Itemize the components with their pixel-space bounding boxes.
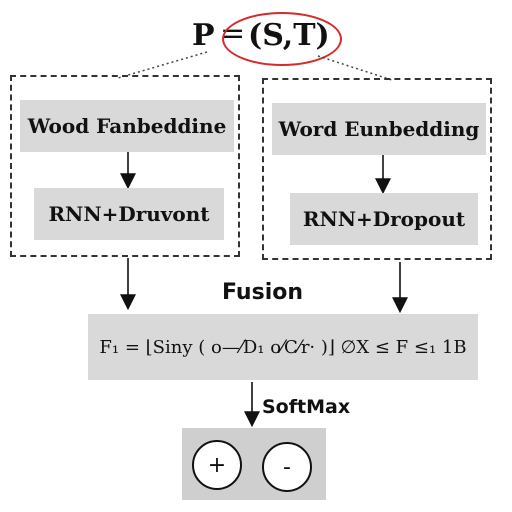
highlight-ellipse <box>222 12 342 66</box>
positive-output-label: + <box>207 452 227 478</box>
negative-output-circle: - <box>262 442 312 492</box>
right-rnn-box: RNN+Dropout <box>290 193 478 245</box>
left-embedding-label: Wood Fanbeddine <box>27 114 227 138</box>
fusion-label: Fusion <box>222 280 304 305</box>
fusion-formula-box: F₁ = ⌊Siny ( o—⁄D₁ o⁄C⁄r· )⌋ ∅X ≤ F ≤₁ 1… <box>88 314 478 380</box>
softmax-label: SoftMax <box>262 396 351 418</box>
title-p: P <box>192 18 215 53</box>
right-branch-box <box>262 78 492 260</box>
positive-output-circle: + <box>192 440 242 490</box>
left-embedding-box: Wood Fanbeddine <box>20 100 234 152</box>
fusion-formula: F₁ = ⌊Siny ( o—⁄D₁ o⁄C⁄r· )⌋ ∅X ≤ F ≤₁ 1… <box>99 336 467 358</box>
left-rnn-label: RNN+Druvont <box>48 202 210 226</box>
left-rnn-box: RNN+Druvont <box>34 188 224 240</box>
right-embedding-box: Word Eunbedding <box>272 103 486 155</box>
dotted-line-right <box>317 55 393 81</box>
dotted-line-left <box>117 51 208 79</box>
right-rnn-label: RNN+Dropout <box>302 207 466 231</box>
negative-output-label: - <box>283 454 291 480</box>
left-branch-box <box>10 75 240 257</box>
right-embedding-label: Word Eunbedding <box>278 117 480 141</box>
